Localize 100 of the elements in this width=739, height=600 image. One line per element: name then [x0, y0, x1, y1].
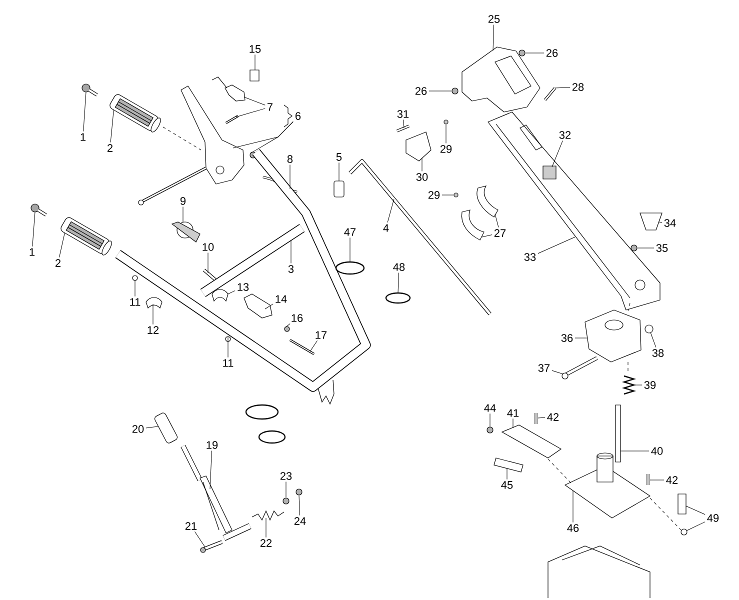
- handlebar-frame: [115, 148, 371, 405]
- cover: [462, 46, 540, 112]
- callout-number: 27: [494, 229, 506, 237]
- callout-number: 44: [484, 404, 496, 412]
- callout-number: 26: [546, 49, 558, 57]
- handle-grip: [60, 217, 112, 256]
- spring: [622, 375, 636, 395]
- leader-line: [620, 450, 650, 452]
- lever-grip: [154, 412, 178, 444]
- assembly-line: [650, 498, 682, 530]
- cable-tie: [245, 404, 279, 420]
- callout-number: 40: [651, 447, 663, 455]
- leader-line: [254, 54, 256, 70]
- callout-number: 29: [440, 145, 452, 153]
- callout-number: 28: [572, 83, 584, 91]
- leader-line: [525, 52, 544, 54]
- callout-number: 42: [666, 476, 678, 484]
- leader-line: [538, 417, 546, 418]
- callout-number: 25: [488, 15, 500, 23]
- callout-number: 2: [108, 144, 112, 152]
- leader-line: [194, 531, 206, 548]
- label-plate: [250, 70, 260, 82]
- clamp: [476, 186, 498, 218]
- control-lever: [138, 86, 244, 206]
- leader-line: [650, 332, 656, 348]
- leader-line: [146, 426, 159, 428]
- assembly-line: [548, 458, 572, 484]
- leader-line: [210, 450, 212, 490]
- spring: [252, 510, 284, 521]
- leader-line: [338, 162, 340, 182]
- callout-number: 22: [260, 539, 272, 547]
- nut: [518, 50, 526, 56]
- leader-line: [264, 304, 274, 310]
- end-knob: [82, 84, 98, 96]
- leader-line: [658, 222, 662, 223]
- callout-number: 33: [524, 253, 536, 261]
- leader-line: [83, 92, 86, 132]
- callout-number: 35: [656, 244, 668, 252]
- end-knob: [30, 204, 47, 216]
- leader-line: [398, 272, 400, 294]
- bracket: [406, 132, 432, 162]
- callout-number: 39: [644, 381, 656, 389]
- callout-number: 2: [56, 259, 60, 267]
- leader-line: [32, 212, 36, 247]
- bolt: [534, 413, 538, 424]
- leader-line: [152, 304, 154, 325]
- bolt: [646, 474, 650, 485]
- callout-number: 15: [250, 45, 261, 53]
- callout-number: 9: [180, 197, 186, 205]
- callout-number: 34: [664, 219, 676, 227]
- callout-number: 31: [397, 110, 409, 118]
- leader-line: [686, 522, 706, 531]
- leader-line: [506, 468, 508, 480]
- callout-number: 6: [296, 112, 301, 120]
- nut: [296, 488, 302, 496]
- washer: [444, 120, 448, 124]
- leader-line: [492, 24, 494, 51]
- leader-line: [59, 232, 65, 258]
- washer: [282, 498, 290, 504]
- leader-line: [236, 108, 266, 118]
- leader-line: [512, 418, 514, 428]
- shaft: [615, 404, 621, 462]
- leader-line: [428, 90, 452, 92]
- leader-line: [442, 194, 454, 196]
- leader-line: [110, 110, 114, 143]
- callout-number: 26: [415, 87, 427, 95]
- nut: [452, 88, 458, 94]
- leader-line: [634, 384, 642, 386]
- leader-line: [554, 87, 570, 88]
- screw: [396, 124, 410, 132]
- leader-line: [572, 490, 574, 523]
- leader-line: [403, 119, 404, 128]
- nut: [486, 426, 494, 434]
- leader-line: [552, 140, 563, 168]
- callout-number: 7: [268, 103, 272, 111]
- screw: [544, 87, 556, 101]
- leader-line: [228, 290, 236, 294]
- washer: [644, 324, 654, 334]
- leader-line: [387, 198, 394, 223]
- callout-number: 38: [652, 349, 664, 357]
- nut: [630, 244, 638, 252]
- callout-number: 24: [294, 517, 306, 525]
- handle-grip: [110, 94, 161, 132]
- cable-tie: [258, 430, 286, 444]
- callout-number: 1: [30, 248, 35, 256]
- callout-number: 20: [132, 425, 144, 433]
- leader-line: [134, 280, 136, 297]
- callout-number: 1: [80, 133, 86, 141]
- callout-number: 46: [567, 524, 579, 532]
- leader-line: [244, 96, 266, 106]
- lever-clip: [212, 76, 246, 102]
- assembly-line: [162, 126, 202, 150]
- knob: [640, 212, 662, 230]
- bolt: [200, 540, 223, 553]
- housing: [584, 310, 642, 362]
- leader-line: [182, 206, 184, 222]
- callout-number: 41: [507, 409, 519, 417]
- callout-number: 49: [707, 514, 719, 522]
- callout-number: 42: [547, 413, 559, 421]
- leader-line: [250, 121, 294, 154]
